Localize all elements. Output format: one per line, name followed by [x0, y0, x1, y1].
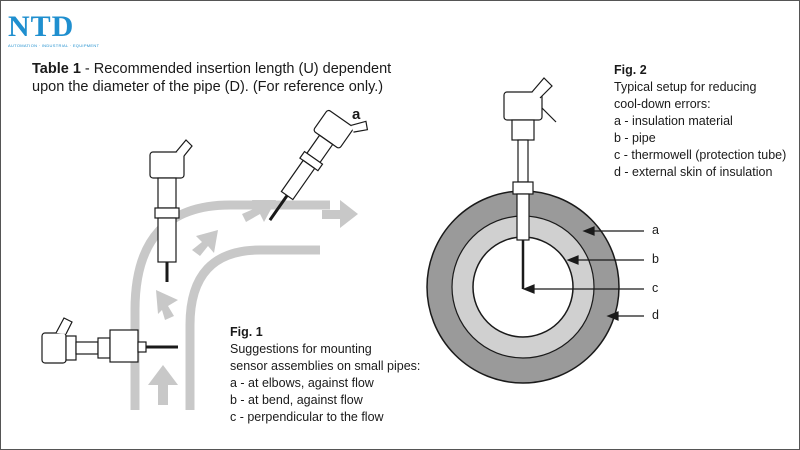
- flow-arrow-middle: [192, 230, 218, 256]
- fig2-leader-lines: [522, 226, 644, 321]
- fig2-line-1: Typical setup for reducing: [614, 80, 757, 94]
- fig2-caption: Fig. 2 Typical setup for reducing cool-d…: [614, 62, 794, 181]
- sensor-b-nut: [154, 207, 180, 219]
- fig2-line-3: a - insulation material: [614, 114, 733, 128]
- fig2-title: Fig. 2: [614, 63, 647, 77]
- fig2-line-5: c - thermowell (protection tube): [614, 148, 787, 162]
- logo-text: NTD: [8, 10, 75, 43]
- fig2-line-4: b - pipe: [614, 131, 656, 145]
- fig1-caption: Fig. 1 Suggestions for mounting sensor a…: [230, 324, 460, 426]
- fig1-line-1: Suggestions for mounting: [230, 342, 372, 356]
- sensor-b-head: [149, 151, 185, 179]
- sensor-c-head: [41, 332, 67, 364]
- fig2-label-a: a: [652, 223, 659, 237]
- sensor-c-gland: [55, 317, 73, 335]
- fig2-label-b: b: [652, 252, 659, 266]
- sensor-a-assembly: [268, 109, 369, 221]
- fig1-line-3: a - at elbows, against flow: [230, 376, 374, 390]
- ntd-logo: NTD AUTOMATION · INDUSTRIAL · EQUIPMENT: [8, 10, 100, 49]
- fig2-sensor-assembly: [503, 77, 557, 289]
- fig2-sensor-gland: [531, 77, 553, 99]
- fig2-sensor-cable: [541, 107, 557, 123]
- fig2-label-c: c: [652, 281, 659, 295]
- sensor-b-neck: [157, 177, 177, 209]
- sensor-a-gland: [350, 120, 369, 133]
- logo-tagline: AUTOMATION · INDUSTRIAL · EQUIPMENT: [8, 43, 100, 48]
- sensor-b-gland: [175, 139, 193, 157]
- fig2-sensor-neck: [511, 119, 535, 141]
- sensor-c-cover: [65, 335, 77, 361]
- fig1-line-4: b - at bend, against flow: [230, 393, 363, 407]
- sensor-b-assembly: [149, 139, 193, 282]
- fig2-line-2: cool-down errors:: [614, 97, 711, 111]
- leader-b-arrow: [566, 255, 579, 265]
- leader-d-arrow: [606, 311, 619, 321]
- table1-text-line1: - Recommended insertion length (U) depen…: [80, 61, 392, 77]
- fig2-label-d: d: [652, 308, 659, 322]
- table1-caption: Table 1 - Recommended insertion length (…: [32, 60, 432, 96]
- table1-text-line2: upon the diameter of the pipe (D). (For …: [32, 79, 384, 95]
- sensor-c-fitting: [97, 337, 111, 359]
- flow-arrow-top: [242, 200, 276, 222]
- fig2-sensor-head: [503, 91, 543, 121]
- sensor-a-stem: [268, 194, 289, 221]
- flow-arrow-exit: [322, 200, 358, 228]
- fig2-sensor-nut: [512, 181, 534, 195]
- flow-arrow-bottom: [148, 365, 178, 405]
- sensor-c-assembly: [41, 317, 178, 364]
- table1-label: Table 1: [32, 61, 81, 77]
- sensor-c-neck: [75, 341, 99, 355]
- fig1-line-5: c - perpendicular to the flow: [230, 410, 384, 424]
- sensor-c-nut: [137, 341, 147, 353]
- flow-arrow-bend: [156, 290, 178, 320]
- fig2-thermowell: [516, 193, 530, 241]
- leader-c-arrow: [522, 284, 535, 294]
- fig2-sensor-extension: [517, 139, 529, 183]
- leader-a-arrow: [582, 226, 595, 236]
- fig1-title: Fig. 1: [230, 325, 263, 339]
- fig1-marker-a: a: [352, 106, 361, 123]
- sensor-b-sleeve: [157, 217, 177, 263]
- flow-arrows: [148, 200, 358, 405]
- pipe-inner-wall: [185, 245, 320, 410]
- fig2-line-6: d - external skin of insulation: [614, 165, 773, 179]
- sensor-c-body: [109, 329, 139, 363]
- sensor-a-sleeve: [280, 159, 316, 201]
- fig1-line-2: sensor assemblies on small pipes:: [230, 359, 421, 373]
